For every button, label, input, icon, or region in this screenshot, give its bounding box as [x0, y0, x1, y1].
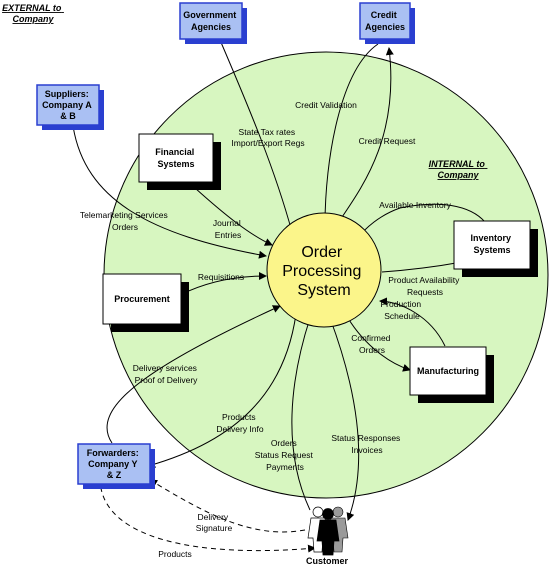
flow-line-delivery-services [106, 305, 281, 444]
financial-systems-box: Financial Systems [138, 133, 221, 190]
flow-labels: Credit Validation State Tax rates Import… [80, 100, 462, 559]
flow-label-confirmed-orders: Confirmed Orders [351, 333, 393, 355]
inventory-systems-label: Inventory Systems [470, 233, 513, 255]
customer-label: Customer [306, 556, 349, 566]
flow-line-telemarketing [72, 125, 267, 259]
manufacturing-box: Manufacturing [409, 346, 494, 403]
forwarders-box: Forwarders: Company Y & Z [77, 443, 155, 489]
external-zone-label: EXTERNAL to Company [2, 3, 64, 24]
flow-label-status-responses: Status Responses Invoices [331, 433, 402, 455]
financial-systems-label: Financial Systems [155, 147, 197, 169]
flow-label-journal: Journal Entries [213, 218, 243, 240]
flow-label-product-availability: Product Availability Requests [388, 275, 462, 297]
flow-label-credit-validation: Credit Validation [295, 100, 357, 110]
order-processing-system-node [266, 212, 382, 328]
customer-people-icon [307, 506, 349, 556]
flow-line-credit-validation [321, 43, 379, 226]
flow-line-available-inventory [355, 203, 486, 241]
flow-label-available-inventory: Available Inventory [379, 200, 451, 210]
credit-agencies-box: Credit Agencies [359, 2, 415, 44]
procurement-box: Procurement [102, 273, 189, 332]
suppliers-box: Suppliers: Company A & B [36, 84, 104, 130]
flow-line-orders-status [291, 317, 312, 511]
flow-line-production-schedule [379, 297, 446, 347]
flow-line-state-tax [219, 39, 295, 233]
internal-zone-label: INTERNAL to Company [429, 159, 488, 180]
procurement-label: Procurement [114, 294, 170, 304]
credit-agencies-label: Credit Agencies [365, 10, 405, 32]
flow-line-status-responses [329, 317, 360, 521]
flow-line-delivery-signature [149, 479, 306, 533]
suppliers-label: Suppliers: Company A & B [42, 89, 94, 121]
order-processing-system-label: Order Processing System [282, 244, 366, 299]
dashed-flow-lines [99, 477, 316, 553]
flow-label-requisitions: Requisitions [198, 272, 244, 282]
government-agencies-label: Government Agencies [183, 10, 239, 32]
flow-lines [72, 39, 486, 521]
flow-label-state-tax: State Tax rates Import/Export Regs [231, 127, 304, 148]
flow-label-production-schedule: Production Schedule [380, 299, 423, 321]
inventory-systems-box: Inventory Systems [453, 220, 538, 277]
flow-label-products-delivery: Products Delivery Info [216, 412, 264, 434]
flow-line-journal [194, 187, 273, 246]
forwarders-label: Forwarders: Company Y & Z [87, 448, 142, 480]
flow-label-credit-request: Credit Request [359, 136, 416, 146]
flow-label-orders-status: Orders Status Request Payments [255, 438, 316, 472]
flow-line-credit-request [335, 47, 394, 227]
flow-line-products [99, 477, 316, 553]
flow-label-delivery-signature: Delivery Signature [196, 512, 233, 533]
flow-label-delivery-services: Delivery services Proof of Delivery [133, 363, 200, 385]
flow-line-products-delivery [147, 313, 297, 468]
government-agencies-box: Government Agencies [179, 2, 247, 44]
manufacturing-label: Manufacturing [417, 366, 479, 376]
flow-label-products: Products [158, 549, 192, 559]
flow-label-telemarketing: Telemarketing Services Orders [80, 210, 170, 232]
